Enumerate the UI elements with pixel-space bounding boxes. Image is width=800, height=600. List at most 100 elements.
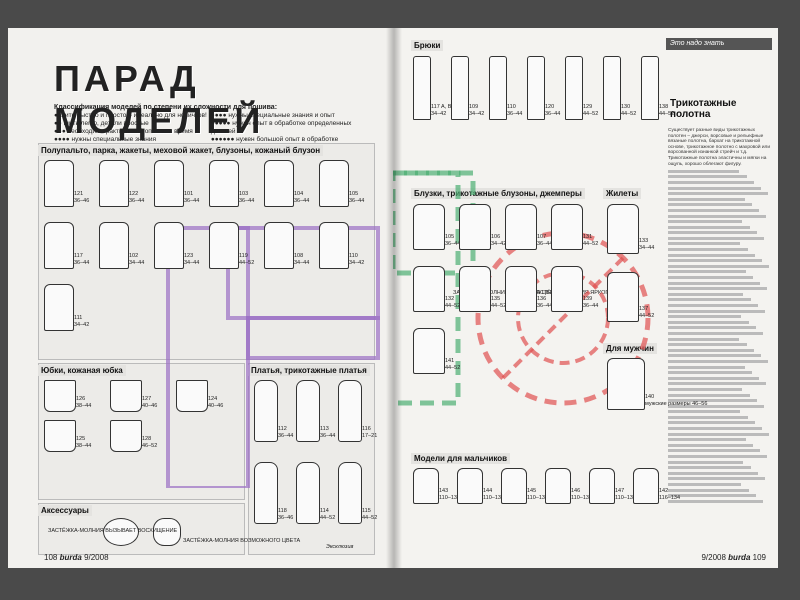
article-text-line	[668, 415, 748, 419]
garment-illustration	[607, 204, 639, 254]
model-sizes: 34–44	[294, 260, 310, 266]
section-men: Для мужчин	[603, 343, 657, 354]
model-sizes: 44–52	[583, 111, 599, 117]
garment-illustration	[44, 380, 76, 412]
model-sizes: 36–44	[278, 433, 294, 439]
article-text-line	[668, 248, 748, 252]
article-text-line	[668, 304, 758, 307]
article-text-line	[668, 471, 758, 475]
article-text-line	[668, 180, 754, 184]
classification-item: ● шить быстро и просто – идеально для но…	[54, 112, 207, 119]
garment-illustration	[501, 468, 527, 504]
article-tab: Это надо знать	[666, 38, 772, 50]
model-number: 140	[645, 394, 655, 400]
article-text-line	[668, 494, 756, 498]
article-text-line	[668, 371, 752, 375]
classification-item: ●●● необходим практический опыт или врем…	[54, 128, 193, 135]
garment-illustration	[338, 380, 362, 442]
model-number: 126	[76, 396, 86, 402]
model-number: 116	[362, 426, 371, 432]
model-sizes: 46–52	[142, 443, 158, 449]
model-number: 124	[208, 396, 218, 402]
garment-illustration	[545, 468, 571, 504]
article-intro: Существует разные виды трикотажных полот…	[668, 128, 770, 167]
article-text-line	[668, 214, 766, 218]
model-sizes: 36–46	[278, 515, 294, 521]
article-text-line	[668, 449, 760, 453]
model-number: 129	[583, 104, 593, 110]
garment-illustration	[99, 160, 129, 207]
article-text-line	[668, 197, 745, 201]
model-sizes: 116–134	[659, 495, 681, 501]
article-text-line	[668, 281, 760, 285]
issue-number: 9/2008	[84, 553, 109, 562]
model-sizes: 110–134	[527, 495, 549, 501]
model-number: 109	[469, 104, 479, 110]
accessory-note: ЗАСТЁЖКА-МОЛНИЯ ВЫЗЫВАЕТ ВОСХИЩЕНИЕ	[48, 528, 178, 534]
garment-illustration	[607, 358, 645, 410]
garment-illustration	[413, 328, 445, 374]
model-number: 131	[583, 234, 593, 240]
garment-illustration	[110, 380, 142, 412]
section-accessories: Аксессуары	[38, 505, 92, 516]
model-sizes: 36–44	[294, 198, 310, 204]
model-sizes: 17–21	[362, 433, 378, 439]
model-number: 128	[142, 436, 152, 442]
model-sizes: 110–134	[615, 495, 637, 501]
section-boys: Модели для мальчиков	[411, 453, 511, 464]
model-number: 125	[76, 436, 86, 442]
model-sizes: 40–46	[208, 403, 224, 409]
garment-illustration	[457, 468, 483, 504]
model-sizes: 34–44	[639, 245, 655, 251]
model-sizes: 34–42	[469, 111, 485, 117]
article-text-line	[668, 331, 763, 335]
model-number: 136	[537, 296, 547, 302]
garment-illustration	[296, 380, 320, 442]
classification-col-left: ● шить быстро и просто – идеально для но…	[54, 112, 209, 144]
model-number: 138	[659, 104, 669, 110]
model-number: 133	[639, 238, 649, 244]
model-sizes: 34–44	[184, 260, 200, 266]
model-number: 127	[142, 396, 152, 402]
model-sizes: 38–44	[76, 443, 92, 449]
model-sizes: 44–52	[491, 303, 507, 309]
article-text-line	[668, 292, 744, 296]
article-text-line	[668, 477, 765, 481]
model-number: 139	[583, 296, 593, 302]
model-number: 102	[129, 253, 139, 259]
article-text-line	[668, 315, 742, 319]
model-number: 123	[184, 253, 194, 259]
article-text-line	[668, 393, 750, 397]
article-text-line	[668, 427, 762, 431]
garment-illustration	[254, 462, 278, 524]
article-text-line	[668, 410, 741, 414]
model-sizes: 44–52	[639, 313, 655, 319]
model-sizes: 36–44	[349, 198, 365, 204]
model-sizes: 110–134	[483, 495, 505, 501]
model-number: 104	[294, 191, 304, 197]
model-sizes: 36–44	[74, 260, 90, 266]
model-sizes: 36–44	[129, 198, 145, 204]
model-number: 103	[239, 191, 249, 197]
model-sizes: 44–52	[320, 515, 336, 521]
classification-item: ●●●● нужны специальные знания	[54, 136, 156, 143]
model-number: 113	[320, 426, 329, 432]
garment-illustration	[551, 266, 583, 312]
model-sizes: 44–52	[239, 260, 255, 266]
model-number: 146	[571, 488, 581, 494]
section-vests: Жилеты	[603, 188, 642, 199]
model-sizes: 34–42	[491, 241, 507, 247]
article-text-line	[668, 287, 767, 291]
classification-item: ●●●●● нужен опыт в обработке определенны…	[210, 120, 352, 135]
garment-illustration	[319, 222, 349, 269]
model-sizes: 34–42	[431, 111, 447, 117]
article-text-line	[668, 488, 749, 492]
article-text: Существует разные виды трикотажных полот…	[668, 128, 770, 548]
model-number: 111	[74, 315, 83, 321]
article-text-line	[668, 326, 756, 330]
model-number: 130	[621, 104, 631, 110]
model-sizes: 36–44	[537, 241, 553, 247]
garment-illustration	[459, 204, 491, 250]
model-number: 114	[320, 508, 329, 514]
garment-illustration	[489, 56, 507, 120]
